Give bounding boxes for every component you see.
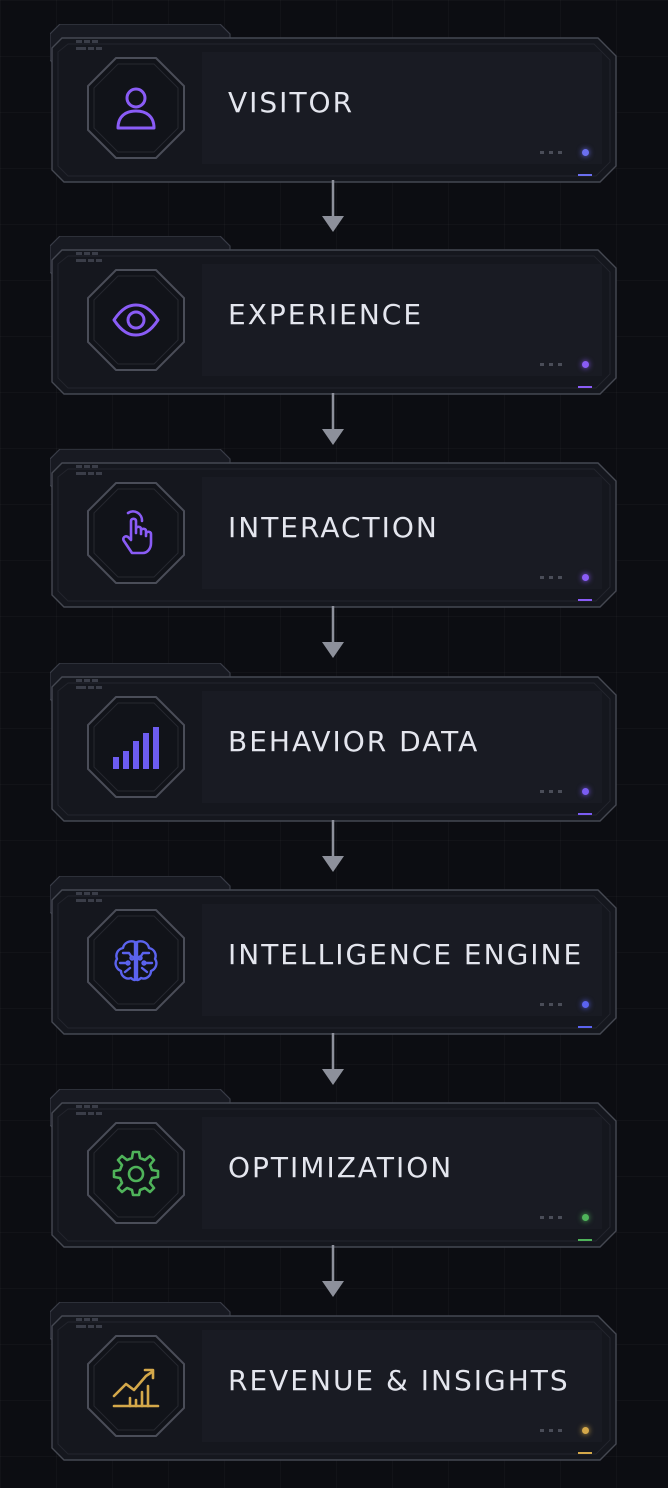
step-card-revenue-insights: REVENUE & INSIGHTS <box>50 1302 618 1462</box>
step-card-intelligence-engine: INTELLIGENCE ENGINE <box>50 876 618 1036</box>
growth-chart-icon <box>112 1362 160 1410</box>
header-dots <box>76 892 116 906</box>
step-label: VISITOR <box>228 86 355 119</box>
header-dots <box>76 1105 116 1119</box>
step-label: INTERACTION <box>228 511 439 544</box>
step-label: REVENUE & INSIGHTS <box>228 1364 570 1397</box>
icon-hexagon <box>86 56 186 160</box>
step-label: BEHAVIOR DATA <box>228 725 480 758</box>
step-label: INTELLIGENCE ENGINE <box>228 938 584 971</box>
user-icon <box>112 84 160 132</box>
status-indicator <box>540 788 590 796</box>
card-frame <box>50 449 617 608</box>
header-dots <box>76 1318 116 1332</box>
accent-bar <box>578 386 592 388</box>
gear-icon <box>112 1149 160 1197</box>
status-indicator <box>540 361 590 369</box>
flow-arrow <box>320 393 346 449</box>
status-indicator <box>540 574 590 582</box>
accent-bar <box>578 599 592 601</box>
step-card-behavior-data: BEHAVIOR DATA <box>50 663 618 823</box>
step-label: EXPERIENCE <box>228 298 424 331</box>
icon-hexagon <box>86 1121 186 1225</box>
icon-hexagon <box>86 1334 186 1438</box>
header-dots <box>76 40 116 54</box>
status-indicator <box>540 1001 590 1009</box>
bar-chart-icon <box>112 723 160 771</box>
step-label: OPTIMIZATION <box>228 1151 454 1184</box>
card-frame <box>50 1089 617 1248</box>
flow-arrow <box>320 1033 346 1089</box>
step-card-visitor: VISITOR <box>50 24 618 184</box>
header-dots <box>76 252 116 266</box>
card-frame <box>50 876 617 1035</box>
card-frame <box>50 1302 617 1461</box>
step-card-interaction: INTERACTION <box>50 449 618 609</box>
icon-hexagon <box>86 695 186 799</box>
status-indicator <box>540 149 590 157</box>
accent-bar <box>578 174 592 176</box>
step-card-optimization: OPTIMIZATION <box>50 1089 618 1249</box>
pointer-hand-icon <box>112 509 160 557</box>
status-indicator <box>540 1214 590 1222</box>
card-frame <box>50 663 617 822</box>
flow-arrow <box>320 606 346 662</box>
brain-circuit-icon <box>112 936 160 984</box>
accent-bar <box>578 1452 592 1454</box>
icon-hexagon <box>86 908 186 1012</box>
eye-icon <box>112 296 160 344</box>
accent-bar <box>578 1026 592 1028</box>
flow-arrow <box>320 180 346 236</box>
card-frame <box>50 24 617 183</box>
accent-bar <box>578 1239 592 1241</box>
flow-arrow <box>320 820 346 876</box>
accent-bar <box>578 813 592 815</box>
header-dots <box>76 465 116 479</box>
icon-hexagon <box>86 268 186 372</box>
status-indicator <box>540 1427 590 1435</box>
header-dots <box>76 679 116 693</box>
icon-hexagon <box>86 481 186 585</box>
step-card-experience: EXPERIENCE <box>50 236 618 396</box>
flow-arrow <box>320 1245 346 1301</box>
card-frame <box>50 236 617 395</box>
